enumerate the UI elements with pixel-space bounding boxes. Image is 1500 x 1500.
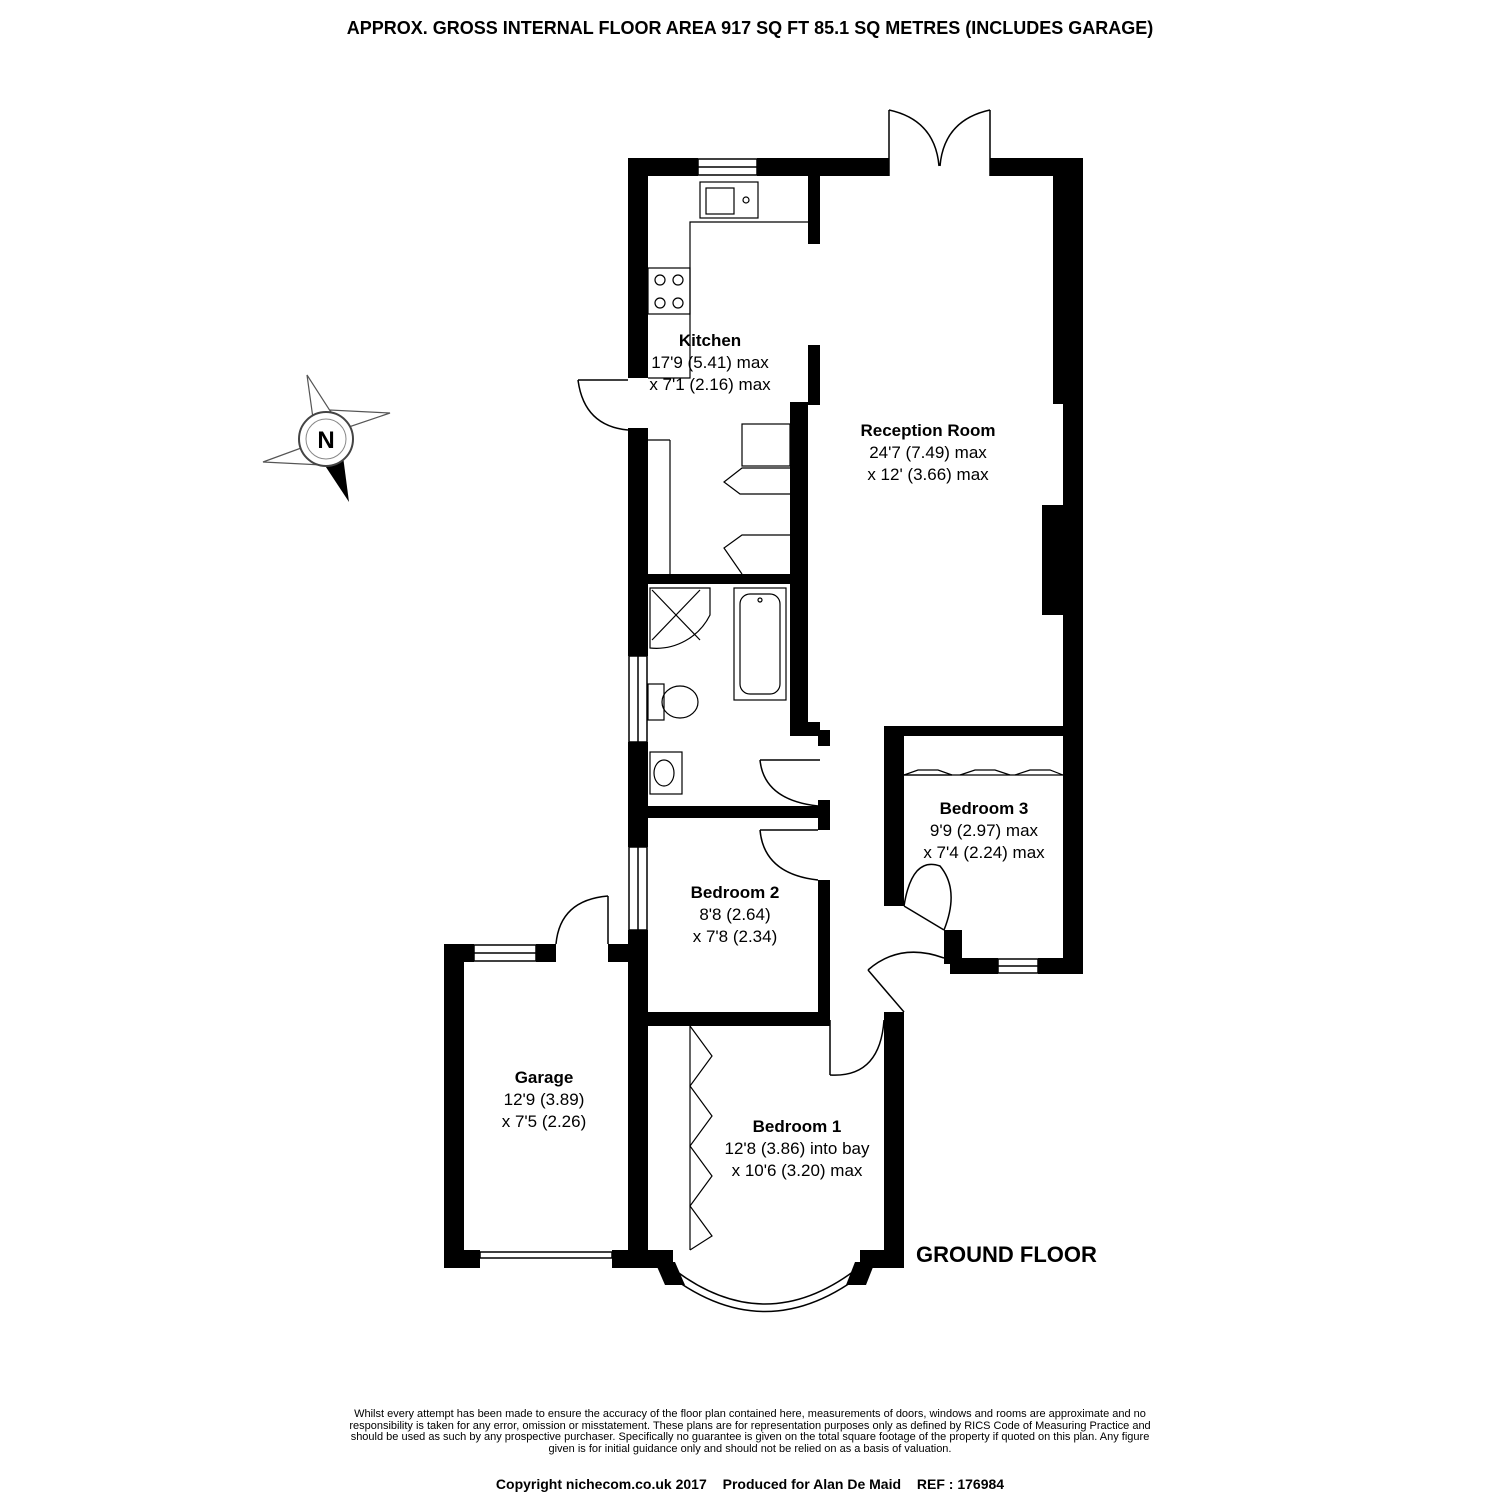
room-dim-2: x 12' (3.66) max xyxy=(867,465,989,484)
bay-window xyxy=(659,1267,871,1313)
floor-area-header: APPROX. GROSS INTERNAL FLOOR AREA 917 SQ… xyxy=(346,18,1154,38)
room-dim-1: 9'9 (2.97) max xyxy=(929,821,1039,840)
kitchen-label: Kitchen 17'9 (5.41) max x 7'1 (2.16) max xyxy=(630,330,790,396)
room-dim-1: 12'9 (3.89) xyxy=(503,1090,585,1109)
kitchen-fittings xyxy=(647,181,808,575)
room-dim-2: x 7'4 (2.24) max xyxy=(923,843,1045,862)
produced-for-text: Produced for Alan De Maid xyxy=(722,1476,902,1492)
footer-credits: Copyright nichecom.co.uk 2017 Produced f… xyxy=(0,1476,1500,1492)
walls xyxy=(444,158,1083,1268)
room-name: Bedroom 2 xyxy=(690,883,780,902)
garage-label: Garage 12'9 (3.89) x 7'5 (2.26) xyxy=(464,1067,624,1133)
room-name: Kitchen xyxy=(678,331,742,350)
room-dim-1: 17'9 (5.41) max xyxy=(651,353,769,372)
bedroom1-label: Bedroom 1 12'8 (3.86) into bay x 10'6 (3… xyxy=(704,1116,890,1182)
windows xyxy=(473,158,1039,1259)
bedroom3-wardrobe xyxy=(903,769,1064,776)
floor-label: GROUND FLOOR xyxy=(916,1242,1097,1267)
room-name: Garage xyxy=(514,1068,574,1087)
room-name: Bedroom 1 xyxy=(752,1117,842,1136)
bedroom3-label: Bedroom 3 9'9 (2.97) max x 7'4 (2.24) ma… xyxy=(904,798,1064,864)
doors xyxy=(555,109,991,1076)
compass-letter: N xyxy=(317,427,334,454)
room-dim-1: 24'7 (7.49) max xyxy=(869,443,987,462)
compass-north-icon: N xyxy=(262,374,391,502)
room-dim-1: 12'8 (3.86) into bay xyxy=(724,1139,870,1158)
room-dim-2: x 7'5 (2.26) xyxy=(501,1112,587,1131)
copyright-text: Copyright nichecom.co.uk 2017 xyxy=(495,1476,707,1492)
room-dim-1: 8'8 (2.64) xyxy=(699,905,771,924)
room-dim-2: x 7'8 (2.34) xyxy=(692,927,778,946)
room-name: Reception Room xyxy=(860,421,996,440)
reception-label: Reception Room 24'7 (7.49) max x 12' (3.… xyxy=(830,420,1026,486)
bedroom1-wardrobe xyxy=(689,1025,713,1251)
disclaimer-text: Whilst every attempt has been made to en… xyxy=(349,1408,1151,1455)
room-name: Bedroom 3 xyxy=(939,799,1029,818)
room-dim-2: x 7'1 (2.16) max xyxy=(649,375,771,394)
room-dim-2: x 10'6 (3.20) max xyxy=(731,1161,863,1180)
bedroom2-label: Bedroom 2 8'8 (2.64) x 7'8 (2.34) xyxy=(652,882,818,948)
reference-text: REF : 176984 xyxy=(916,1476,1005,1492)
bathroom-fittings xyxy=(647,587,787,795)
